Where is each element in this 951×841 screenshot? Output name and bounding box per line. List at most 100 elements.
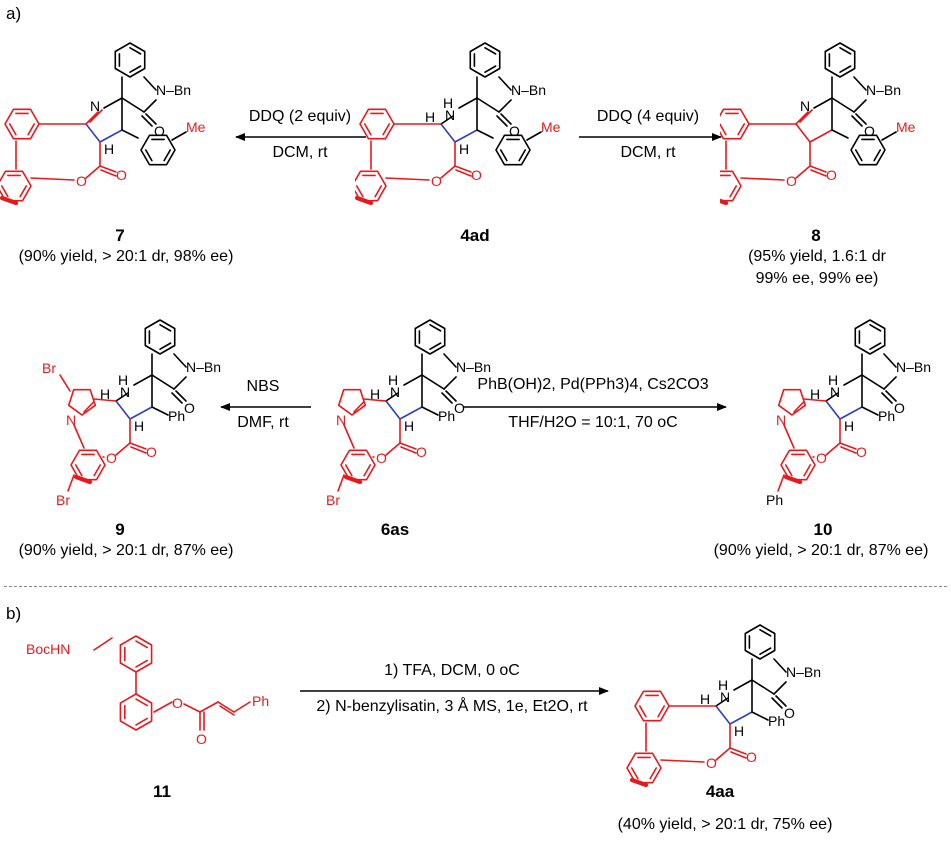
ph-label: Ph [168,408,185,424]
h-label: H [734,723,744,739]
bond [795,111,809,125]
bond [715,705,731,725]
nh-n-label: N [120,384,130,400]
bond [775,695,787,707]
bond [130,446,147,454]
n-bn-label: N–Bn [511,82,546,98]
bond [518,149,527,162]
reaction-arrow-to-7 [235,133,366,141]
bond [773,681,787,695]
bond [355,195,374,206]
bond [660,759,705,763]
bond [783,474,803,485]
bond-path [780,449,816,481]
bond [363,464,372,477]
bond [129,406,153,420]
bond [115,392,129,402]
bond [783,424,795,449]
bond [99,129,123,143]
bond [455,169,472,177]
bond [115,442,131,456]
bond [729,747,747,755]
carbonyl-o-label: O [196,731,207,747]
bond [825,400,841,420]
h-label: H [810,386,820,402]
bond [810,169,827,177]
me-label: Me [896,119,916,135]
reaction-arrow-to-4aa [300,687,609,695]
bond [143,99,157,113]
conditions-10-line1-text: PhB(OH)2, Pd(PPh3)4, Cs2CO3 [477,376,709,393]
bond [440,115,454,125]
bond [85,123,101,143]
bond [638,705,647,718]
bond-path [4,108,40,140]
bond-path [337,388,367,416]
bond [100,169,117,177]
bond [851,115,863,127]
bond [73,424,85,449]
bond [217,701,235,713]
conditions-7-line2: DCM, rt [272,144,328,161]
conditions-4aa-line1: 1) TFA, DCM, 0 oC [384,662,520,679]
reaction-arrow-to-10 [464,403,727,411]
bond [219,705,235,716]
bond [454,129,478,143]
bond [831,97,855,113]
bond-path [140,134,176,166]
nh-h-label: H [443,95,453,111]
bond [85,111,99,125]
bond [93,637,113,651]
bond [730,751,747,759]
bond [385,392,399,402]
bond [839,65,852,74]
h-label: H [100,386,110,402]
bond [733,679,753,691]
bond [740,177,785,181]
me-label: Me [186,119,206,135]
bond [133,374,153,386]
bond-path [119,693,153,731]
bond [121,129,139,139]
bond [720,123,727,136]
conditions-10-line2: THF/H2O = 10:1, 70 oC [460,414,726,432]
bond [496,115,508,127]
ph-label: Ph [878,408,895,424]
n-bn-label: N–Bn [896,359,931,375]
bond [773,658,787,673]
bond [171,131,187,141]
bond [445,390,457,402]
yield-9: (90% yield, > 20:1 dr, 87% ee) [18,542,234,559]
section-a-label: a) [6,4,22,23]
nh-n-label: N [445,107,455,123]
conditions-8-line2: DCM, rt [620,144,676,161]
bond [382,123,391,136]
h-label: H [404,418,414,434]
bond [135,698,149,707]
bond [869,323,882,332]
bond [854,149,863,162]
bond [135,640,149,649]
bond [363,123,372,136]
lactone-carbonyl-o-label: O [856,444,867,460]
bond [784,464,793,477]
ph-label: Ph [252,693,269,709]
yield-8-line2: 99% ee, 99% ee) [755,270,879,287]
bond-path [720,108,750,140]
bond [0,195,19,206]
reaction-arrow-to-8 [579,133,722,141]
yield-8-line1: (95% yield, 1.6:1 dr [748,248,886,265]
bond-path [0,170,32,202]
bond-path [824,42,856,78]
lactone-carbonyl-o-label: O [116,167,127,183]
conditions-7-line1: DDQ (2 equiv) [248,108,352,125]
bond [861,406,879,416]
bond [458,97,478,109]
bond [400,446,417,454]
bond [337,474,345,492]
section-divider [4,586,947,587]
bond [720,198,729,206]
